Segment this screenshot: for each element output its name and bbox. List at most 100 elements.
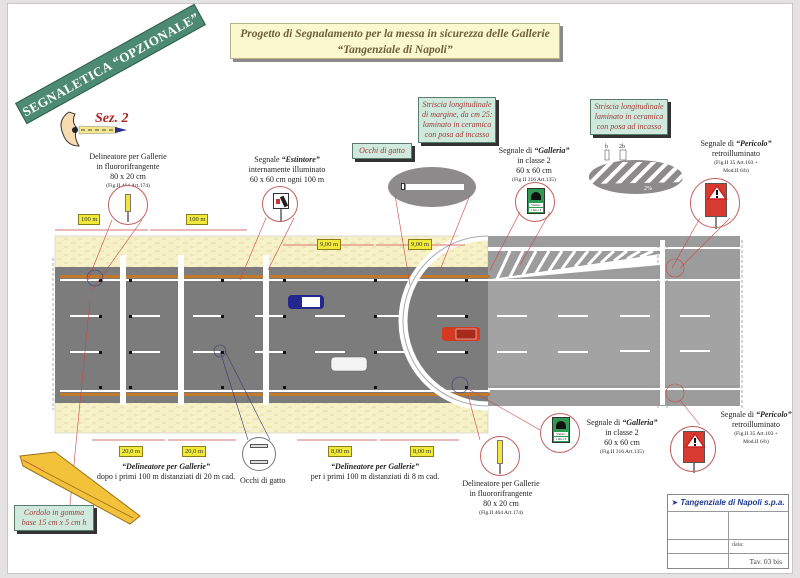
caption-line: Segnale di “Pericolo” — [718, 410, 794, 420]
caption-line: in classe 2 — [605, 428, 639, 437]
date-label: data: — [732, 542, 744, 548]
caption-ref: (Fig.II 35 Art.103 + — [714, 160, 758, 166]
warning-triangle-icon — [684, 432, 706, 448]
caption-line: 80 x 20 cm — [483, 499, 519, 508]
section-break-bands — [120, 255, 269, 405]
caption-ref: Mod.II 6/b) — [723, 168, 749, 174]
sign-plate-name: Vomero — [554, 432, 568, 436]
dim-bottom-1: 20,0 m — [119, 446, 144, 457]
caption-line: retroilluminato — [732, 420, 780, 429]
tb-row: data: — [668, 539, 788, 553]
note-striscia-margine: Striscia longitudinale di margine, da cm… — [418, 97, 496, 143]
caption-line: in classe 2 — [517, 156, 551, 165]
tunnel-sign-icon: Vomero 1 km a 8 — [552, 417, 570, 443]
dim-top-2: 100 m — [186, 214, 209, 225]
note-cordolo: Cordolo in gomma base 15 cm x 5 cm h — [14, 505, 94, 531]
caption-name: “Pericolo” — [756, 410, 792, 419]
caption-galleria-bottom: Segnale di “Galleria” in classe 2 60 x 6… — [584, 418, 660, 456]
tunnel-sign-icon: Vomero 1 km a 8 — [527, 188, 545, 214]
caption-line: Segnale di “Pericolo” — [688, 139, 784, 149]
tunnel — [531, 192, 541, 200]
delineatore-post-icon — [497, 440, 503, 464]
car-blue — [288, 295, 324, 309]
post — [693, 463, 695, 473]
caption-occhi-gatto: Occhi di gatto — [240, 476, 286, 485]
tb-divider — [728, 511, 729, 569]
title-line-1: Progetto di Segnalamento per la messa in… — [240, 28, 550, 40]
caption-line: 60 x 60 cm — [604, 438, 640, 447]
caption-ref: (Fig.II 316 Art.135) — [512, 177, 556, 183]
caption-name: “Estintore” — [281, 155, 320, 164]
caption-prefix: Segnale di — [700, 139, 736, 148]
note-line: laminato in ceramica — [594, 112, 664, 121]
galleria-sign-circle-bottom: Vomero 1 km a 8 — [540, 413, 580, 453]
pericolo-sign-circle-bottom — [670, 426, 716, 473]
tunnel — [556, 421, 566, 429]
post — [127, 212, 129, 222]
estintore-detail-circle — [262, 186, 298, 222]
caption-line: Delineatore per Gallerie — [89, 152, 167, 161]
caption-ref: (Fig.II 316 Art.135) — [600, 449, 644, 455]
stripe-2b-label: 2b — [619, 144, 625, 150]
caption-line: Segnale “Estintore” — [232, 155, 342, 165]
caption-line: in fluororifrangente — [469, 489, 533, 498]
caption-name: “Delineatore per Gallerie” — [331, 462, 419, 471]
section-label: Sez. 2 — [95, 111, 129, 126]
caption-name: “Pericolo” — [736, 139, 772, 148]
hatched-stripe-detail: b 2b 2% — [589, 144, 683, 194]
dim-top-4: 9,00 m — [408, 239, 433, 250]
sign-plate-distance: 1 km a 8 — [554, 437, 568, 441]
caption-prefix: Segnale di — [586, 418, 623, 427]
note-line: di margine, da cm 25: — [422, 110, 493, 119]
tb-row: Tav. 03 bis — [668, 553, 788, 569]
caption-ref: Mod.II 6/b) — [743, 439, 769, 445]
delineatore-detail-circle-bottom — [480, 436, 520, 476]
caption-line: Segnale di “Galleria” — [584, 418, 660, 428]
sheet-number: Tav. 03 bis — [749, 557, 782, 566]
caption-line: retroilluminato — [712, 149, 760, 158]
flame — [276, 199, 280, 204]
warning-triangle-icon — [706, 184, 728, 200]
title-box: Progetto di Segnalamento per la messa in… — [230, 23, 560, 59]
caption-line: 80 x 20 cm — [110, 172, 146, 181]
caption-name: “Galleria” — [622, 418, 658, 427]
caption-name: “Delineatore per Gallerie” — [122, 462, 210, 471]
cats-eye-bottom — [250, 460, 268, 464]
dim-top-1: 100 m — [78, 214, 101, 225]
cats-eyes — [99, 279, 468, 389]
title-block: ➤ Tangenziale di Napoli s.p.a. data: Tav… — [667, 494, 789, 569]
eye-direction-icon — [60, 111, 127, 147]
caption-delineatore-20m: “Delineatore per Gallerie” dopo i primi … — [96, 462, 236, 482]
caption-line: per i primi 100 m distanziati di 8 m cad… — [310, 472, 440, 481]
extinguisher-sign-icon — [273, 193, 289, 209]
dim-bottom-4: 8,00 m — [410, 446, 435, 457]
caption-line: dopo i primi 100 m distanziati di 20 m c… — [96, 472, 236, 481]
note-line: Striscia longitudinale — [422, 100, 492, 109]
note-line: base 15 cm x 5 cm h — [21, 518, 87, 527]
note-striscia-laminato: Striscia longitudinale laminato in ceram… — [590, 99, 668, 135]
caption-prefix: Segnale — [254, 155, 282, 164]
caption-pericolo-top: Segnale di “Pericolo” retroilluminato (F… — [688, 139, 784, 175]
stripe-detail-ellipse — [388, 167, 476, 207]
caption-delineatore-8m: “Delineatore per Gallerie” per i primi 1… — [300, 462, 450, 482]
note-line: con posa ad incasso — [424, 130, 490, 139]
sign-plate-distance: 1 km a 8 — [529, 208, 543, 212]
note-line: con posa ad incasso — [596, 122, 662, 131]
edge-stripe — [406, 184, 464, 190]
cats-eye-icon — [401, 183, 405, 190]
car-white — [330, 356, 368, 372]
note-occhi-gatto: Occhi di gatto — [352, 143, 412, 159]
car-red — [442, 327, 480, 341]
delineatore-detail-circle — [108, 185, 148, 225]
caption-line: 60 x 60 cm — [516, 166, 552, 175]
slope-label: 2% — [644, 186, 652, 192]
caption-prefix: Segnale di — [720, 410, 756, 419]
danger-sign-icon — [683, 431, 706, 463]
caption-delineatore-bottom: Delineatore per Gallerie in fluororifran… — [460, 479, 542, 517]
company-logo-icon: ➤ — [671, 498, 681, 507]
company-name: ➤ Tangenziale di Napoli s.p.a. — [668, 495, 788, 511]
caption-line: Segnale di “Galleria” — [486, 146, 582, 156]
note-line: Striscia longitudinale — [594, 102, 664, 111]
occhi-gatto-circle — [242, 437, 276, 471]
